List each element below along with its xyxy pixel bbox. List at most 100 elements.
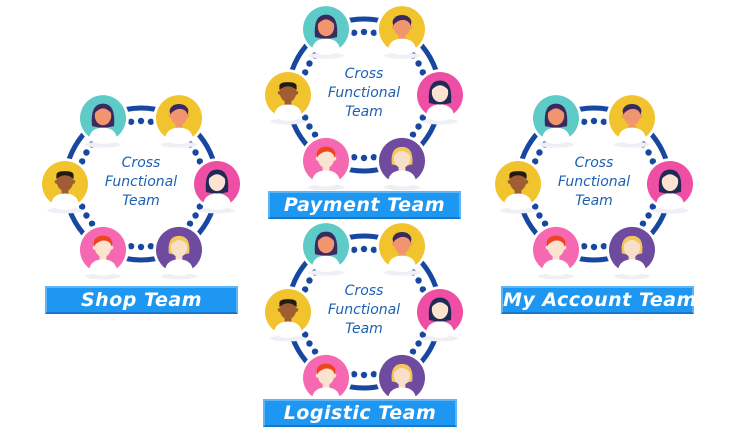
- ring-dot: [147, 118, 155, 125]
- avatar-shadow: [270, 335, 306, 342]
- ring-dot: [590, 117, 598, 125]
- ring-dot: [306, 123, 313, 130]
- avatar-shadow: [308, 269, 344, 276]
- ring-dot: [127, 118, 135, 125]
- avatar-shadow: [85, 273, 121, 280]
- ring-dot: [600, 118, 608, 125]
- ring-dot: [83, 149, 90, 156]
- avatar-shadow: [308, 184, 344, 191]
- ring-dot: [127, 243, 135, 250]
- ring-dot: [649, 158, 657, 165]
- ring-dot: [311, 131, 319, 138]
- ring-dot: [306, 340, 313, 347]
- ring-dot: [137, 243, 145, 251]
- avatar-shadow: [85, 141, 121, 148]
- team-ring-illustration: [262, 220, 466, 408]
- center-label-line: Cross: [344, 283, 384, 299]
- avatar-shadow: [161, 141, 197, 148]
- avatar-teal-woman-purple-hair: [303, 223, 349, 272]
- team-banner-shop: Shop Team: [45, 286, 238, 314]
- ring-dot: [306, 60, 313, 67]
- ring-dot: [360, 154, 368, 162]
- ring-dot: [350, 29, 358, 36]
- ring-dot: [645, 212, 652, 219]
- avatar-shadow: [384, 184, 420, 191]
- team-banner-payment: Payment Team: [268, 191, 461, 219]
- center-label-line: Team: [575, 193, 613, 209]
- team-group-payment: Cross Functional Team Payment Team: [248, 0, 480, 219]
- ring-dot: [419, 286, 427, 293]
- avatar-teal-woman-purple-hair: [533, 95, 579, 144]
- avatar-yellow-man-dark-skin: [42, 161, 88, 209]
- ring-dot: [137, 117, 145, 125]
- avatar-purple-person-blonde: [379, 137, 425, 186]
- team-banner-logistic: Logistic Team: [263, 399, 457, 427]
- ring-dot: [531, 158, 539, 165]
- avatar-shadow: [308, 52, 344, 59]
- avatar-pink-woman-navy-hair: [194, 161, 240, 209]
- ring-center-label: Cross Functional Team: [81, 154, 201, 211]
- ring-dot: [536, 149, 543, 156]
- ring-dot: [88, 220, 96, 227]
- avatar-pink-person-red-hair: [303, 137, 349, 186]
- ring-dot: [639, 220, 647, 227]
- ring-dot: [147, 243, 155, 250]
- ring-dot: [541, 220, 549, 227]
- ring-dot: [306, 277, 313, 284]
- ring-dot: [370, 154, 378, 161]
- ring-dot: [419, 69, 427, 76]
- ring-dot: [78, 158, 86, 165]
- ring-dot: [531, 203, 539, 210]
- ring-dot: [370, 29, 378, 36]
- avatar-yellow-man-dark-skin: [495, 161, 541, 209]
- avatar-shadow: [384, 269, 420, 276]
- avatar-teal-woman-purple-hair: [80, 95, 126, 144]
- ring-dot: [419, 331, 427, 338]
- ring-dot: [409, 348, 417, 355]
- ring-dot: [186, 220, 194, 227]
- ring-dot: [350, 371, 358, 378]
- ring-dot: [78, 203, 86, 210]
- ring-dot: [301, 286, 309, 293]
- avatar-shadow: [47, 207, 83, 214]
- avatar-shadow: [538, 141, 574, 148]
- ring-dot: [350, 246, 358, 253]
- ring-dot: [580, 118, 588, 125]
- team-group-shop: Cross Functional Team Shop Team: [25, 68, 257, 314]
- team-group-logistic: Cross Functional Team Logistic Team: [248, 196, 480, 428]
- ring-dot: [370, 371, 378, 378]
- center-label-line: Team: [345, 104, 383, 120]
- ring-dot: [360, 28, 368, 36]
- center-label-line: Functional: [327, 302, 401, 318]
- avatar-pink-person-red-hair: [303, 354, 349, 403]
- team-ring-illustration: [39, 92, 243, 280]
- team-ring-illustration: [262, 3, 466, 191]
- avatar-shadow: [538, 273, 574, 280]
- avatar-yellow-person-purple-hair: [379, 6, 425, 55]
- center-label-line: Functional: [104, 174, 178, 190]
- ring-center-label: Cross Functional Team: [304, 65, 424, 122]
- avatar-pink-woman-navy-hair: [417, 289, 463, 337]
- ring-center-label: Cross Functional Team: [534, 154, 654, 211]
- ring-dot: [301, 69, 309, 76]
- avatar-yellow-person-purple-hair: [156, 95, 202, 144]
- avatar-shadow: [500, 207, 536, 214]
- center-label-line: Functional: [557, 174, 631, 190]
- ring-dot: [415, 60, 422, 67]
- avatar-yellow-person-purple-hair: [379, 223, 425, 272]
- center-label-line: Cross: [574, 155, 614, 171]
- ring-center-label: Cross Functional Team: [304, 282, 424, 339]
- ring-dot: [360, 245, 368, 253]
- ring-dot: [645, 149, 652, 156]
- ring-dot: [370, 246, 378, 253]
- avatar-shadow: [614, 273, 650, 280]
- avatar-yellow-man-dark-skin: [265, 289, 311, 337]
- ring-dot: [83, 212, 90, 219]
- ring-dot: [311, 348, 319, 355]
- avatar-shadow: [614, 141, 650, 148]
- team-group-my-account: Cross Functional Team My Account Team: [478, 68, 710, 314]
- ring-dot: [196, 203, 204, 210]
- avatar-pink-woman-navy-hair: [647, 161, 693, 209]
- avatar-shadow: [652, 207, 688, 214]
